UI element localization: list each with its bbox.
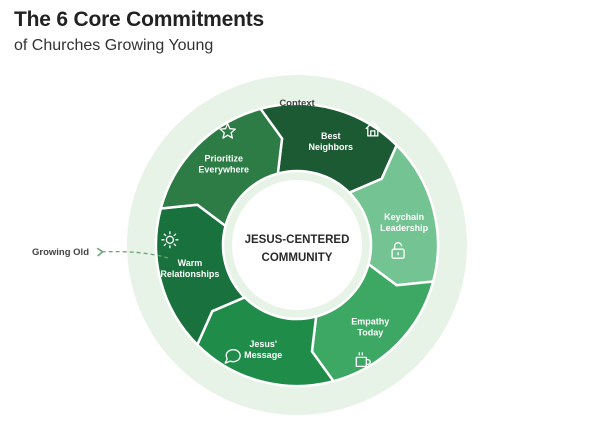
growing-old-arrow (96, 247, 169, 259)
house-icon (365, 121, 381, 137)
segment-label-line2: Message (244, 350, 282, 360)
segment-label-line1: Keychain (384, 212, 424, 222)
segment-label-line2: Neighbors (309, 142, 354, 152)
sun-icon (161, 231, 179, 249)
segment-label-line1: Prioritize (204, 154, 243, 164)
segment-label-line2: Relationships (160, 269, 219, 279)
center-label-line2: COMMUNITY (262, 252, 333, 264)
speech-bubble-icon (224, 349, 241, 364)
lock-icon (391, 242, 405, 259)
star-icon (219, 122, 236, 139)
segment-label-line1: Empathy (351, 316, 389, 326)
center-label-line1: JESUS-CENTERED (245, 234, 350, 246)
segment-label-line2: Today (357, 327, 383, 337)
growing-old-label: Growing Old (32, 247, 89, 258)
segment-shape (159, 107, 284, 228)
commitment-segments: BestNeighborsKeychainLeadershipEmpathyTo… (154, 102, 440, 388)
segment-4: Jesus'Message (196, 296, 335, 388)
segment-label-line1: Jesus' (249, 339, 277, 349)
center-circle (232, 180, 362, 310)
mug-icon (355, 352, 371, 368)
segment-label-line1: Warm (178, 258, 203, 268)
page-title: The 6 Core Commitments (14, 8, 264, 31)
segment-label-line2: Leadership (380, 223, 429, 233)
segment-label-line2: Everywhere (198, 165, 249, 175)
context-label: Context (279, 98, 315, 109)
page-subtitle: of Churches Growing Young (14, 37, 214, 54)
segment-label-line1: Best (321, 131, 341, 141)
